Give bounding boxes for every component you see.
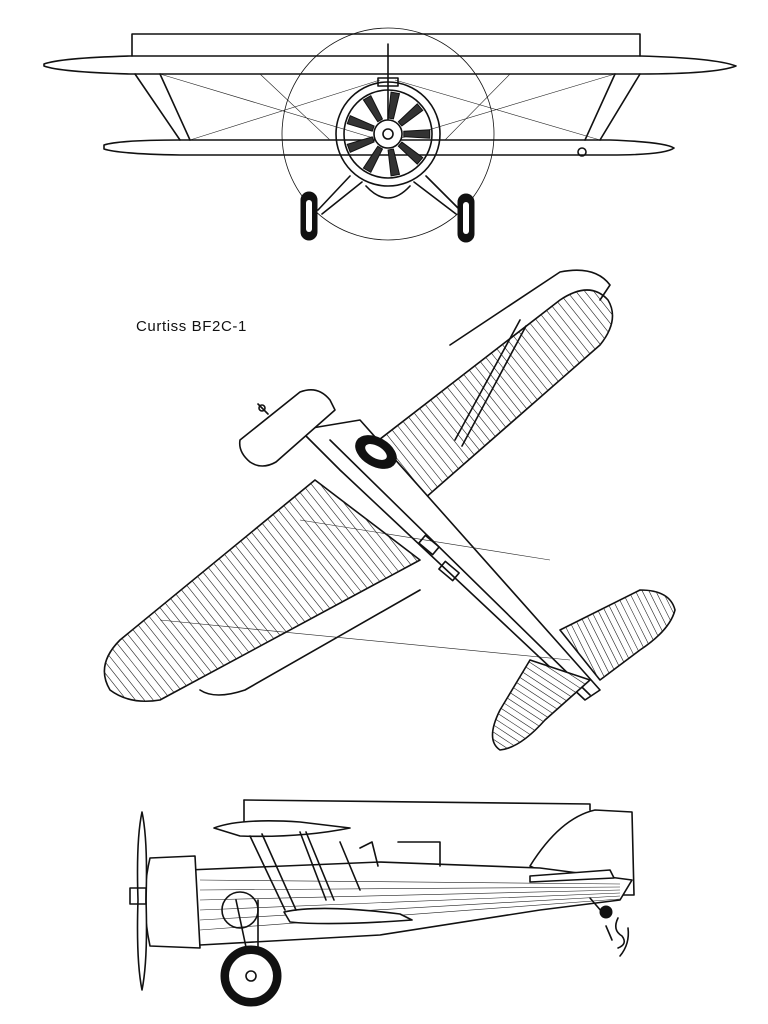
side-view	[129, 799, 635, 1007]
landing-gear-legs	[317, 175, 461, 215]
upper-wing	[43, 55, 737, 75]
radial-engine	[346, 91, 431, 177]
propeller-hub	[373, 119, 403, 149]
propeller-side	[136, 811, 148, 991]
tail-wheel	[599, 905, 613, 919]
left-strut	[134, 73, 191, 141]
fuselage-underside	[365, 185, 411, 199]
lower-wing	[103, 139, 675, 156]
upper-wing-right	[339, 289, 614, 521]
cowling-ring	[335, 81, 441, 187]
engine-cowling-plan	[238, 389, 336, 467]
horizontal-stabilizer	[529, 869, 615, 883]
engine-cowling-side	[144, 855, 201, 949]
lower-wing-side	[283, 907, 413, 925]
front-view	[43, 27, 737, 243]
aircraft-caption: Curtiss BF2C-1	[136, 318, 247, 335]
propeller-disc	[281, 27, 495, 241]
wheel-well	[221, 891, 259, 929]
lower-wing-left-edge	[199, 589, 421, 696]
fuselage-plan	[299, 419, 601, 701]
plan-struts	[454, 319, 527, 447]
upper-wing-top-edge	[131, 33, 641, 57]
wing-ghost-line	[243, 799, 591, 811]
cabane-struts	[249, 831, 361, 911]
cockpit	[359, 841, 441, 867]
plan-view	[103, 269, 676, 751]
artist-signature	[605, 917, 630, 957]
upper-wing-side	[213, 820, 351, 838]
right-strut	[584, 73, 641, 141]
